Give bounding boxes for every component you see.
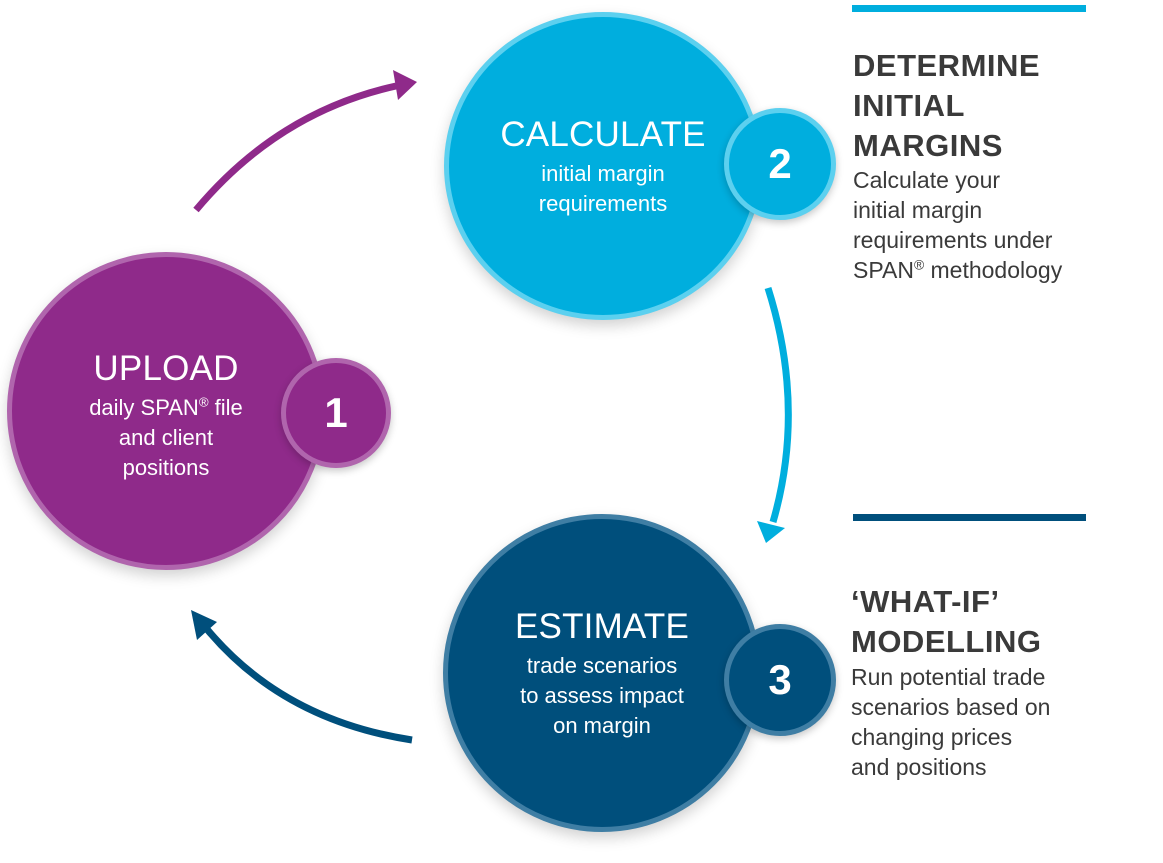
step-estimate-subtitle: trade scenarios to assess impact on marg… [520,653,684,738]
step-upload-subtitle: daily SPAN® file and client positions [89,394,243,480]
step-calculate-subtitle: initial margin requirements [538,161,668,216]
arrow-estimate-to-upload [191,610,413,744]
panel-whatif-heading: ‘WHAT-IF’ MODELLING [851,584,1042,659]
panel-determine-heading: DETERMINE INITIAL MARGINS [853,48,1041,163]
step-upload-title: UPLOAD [93,349,239,388]
step-estimate-title: ESTIMATE [514,607,690,646]
step-calculate-title: CALCULATE [500,115,706,154]
panel-whatif-accent-bar [853,514,1086,521]
panel-whatif-description: Run potential trade scenarios based on c… [851,664,1051,780]
arrow-calculate-to-estimate [757,286,792,543]
arrow-upload-to-calculate [193,70,417,213]
step-estimate-circle: ESTIMATE trade scenarios to assess impac… [443,514,761,832]
step-3-badge: 3 [724,624,836,736]
panel-determine-accent-bar [852,5,1086,12]
step-2-badge: 2 [724,108,836,220]
step-1-badge: 1 [281,358,391,468]
panel-determine-description: Calculate your initial margin requiremen… [853,167,1063,283]
step-upload-circle: UPLOAD daily SPAN® file and client posit… [7,252,325,570]
step-calculate-circle: CALCULATE initial margin requirements [444,12,762,320]
